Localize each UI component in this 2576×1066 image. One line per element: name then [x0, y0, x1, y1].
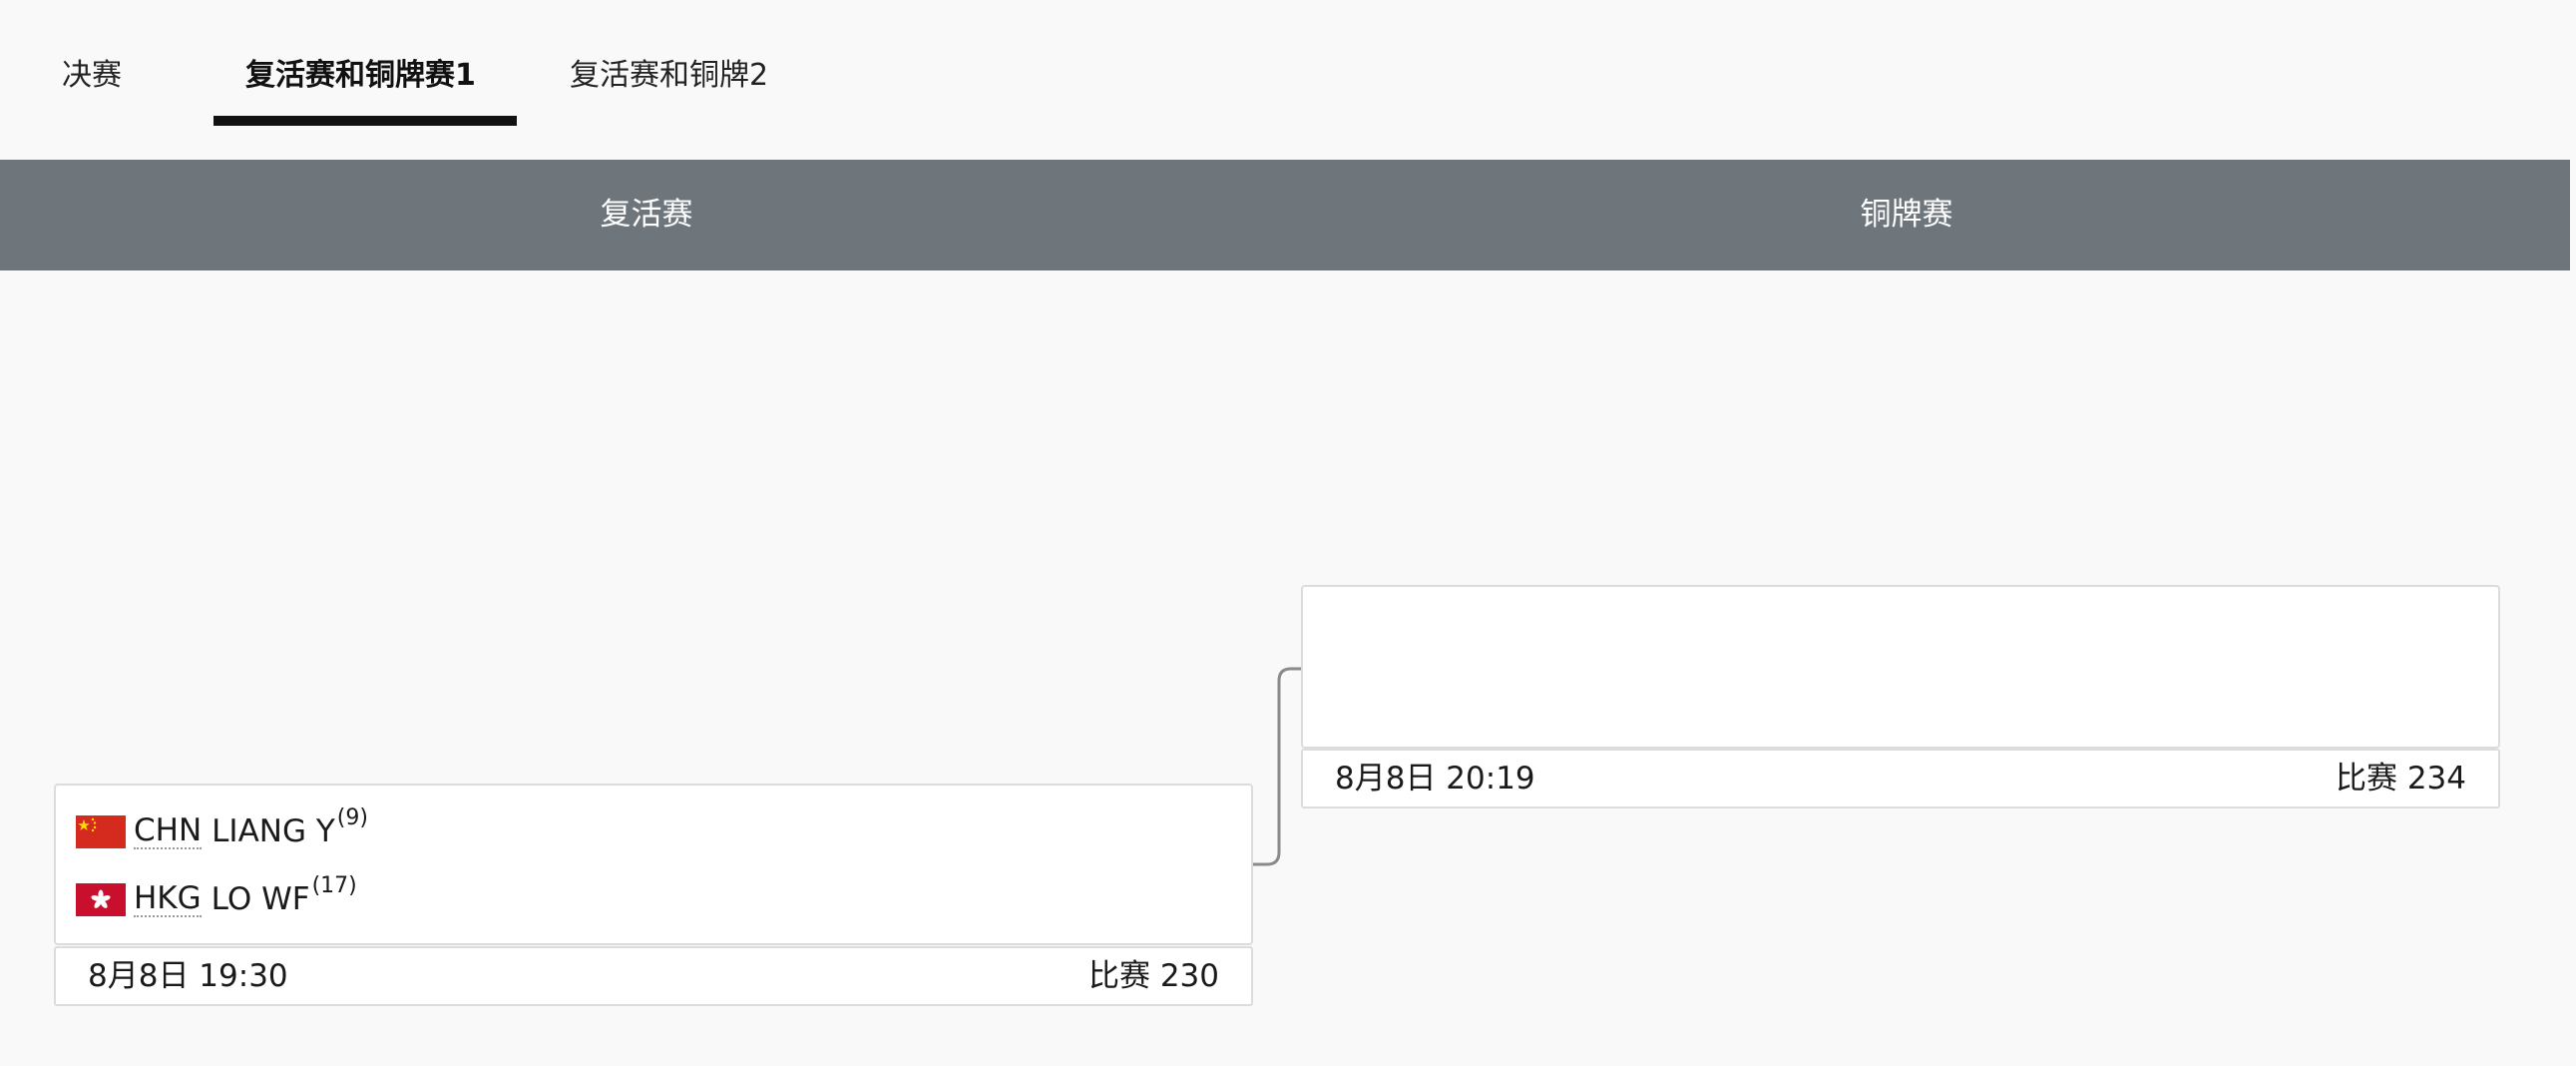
competitor-row[interactable]: HKG LO WF (17)	[76, 872, 357, 924]
competitor-noc[interactable]: HKG	[134, 880, 202, 917]
competitor-name: LO WF	[211, 881, 310, 917]
active-tab-indicator	[214, 116, 517, 126]
tab-repechage-bronze-1[interactable]: 复活赛和铜牌赛1	[245, 58, 476, 93]
china-flag-icon	[76, 814, 126, 848]
competitor-row[interactable]: CHN LIANG Y (9)	[76, 804, 368, 856]
match-number: 比赛 230	[1087, 958, 1219, 994]
match-date-time: 8月8日 20:19	[1335, 761, 1535, 797]
competitor-name: LIANG Y	[212, 813, 335, 849]
round-title-repechage: 复活赛	[600, 197, 693, 233]
round-title-bronze: 铜牌赛	[1860, 197, 1953, 233]
bronze-match-footer: 8月8日 20:19 比赛 234	[1301, 749, 2500, 808]
tab-bar: 决赛 复活赛和铜牌赛1 复活赛和铜牌2	[0, 0, 2576, 160]
match-number: 比赛 234	[2335, 761, 2466, 797]
bronze-match-card[interactable]	[1301, 585, 2500, 749]
match-date-time: 8月8日 19:30	[88, 958, 288, 994]
repechage-match-footer: 8月8日 19:30 比赛 230	[54, 946, 1253, 1006]
competitor-seed: (9)	[336, 804, 368, 830]
tab-final[interactable]: 决赛	[62, 58, 122, 93]
competitor-noc[interactable]: CHN	[134, 812, 203, 849]
round-header-bar: 复活赛 铜牌赛	[0, 160, 2570, 270]
competitor-seed: (17)	[311, 872, 357, 898]
tab-repechage-bronze-2[interactable]: 复活赛和铜牌2	[570, 58, 769, 93]
hong-kong-flag-icon	[76, 882, 126, 916]
repechage-match-card[interactable]: CHN LIANG Y (9) HKG LO WF (17)	[54, 784, 1253, 945]
